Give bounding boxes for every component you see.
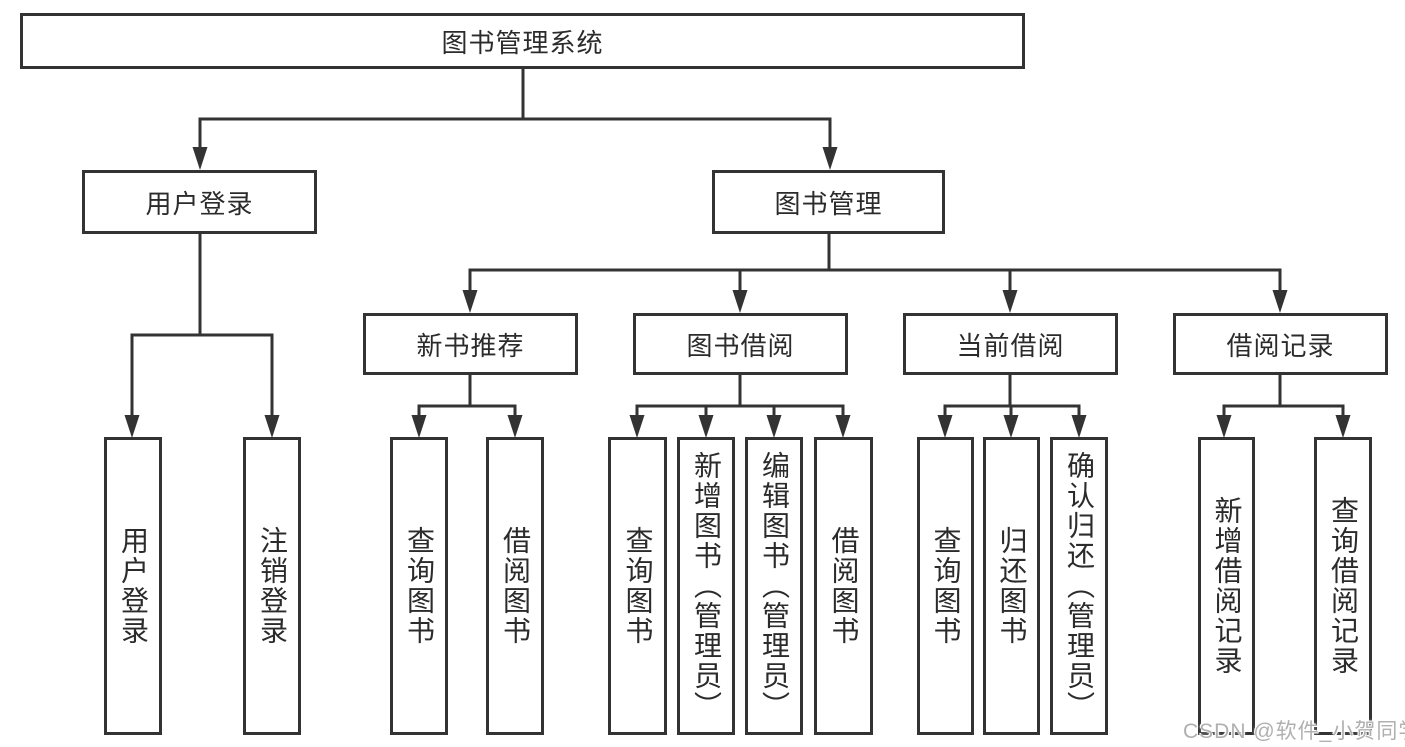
node-current-borrow-label: 当前借阅 (956, 330, 1065, 361)
leaf-record-query-borrow-record-label: 查询借阅记录 (1328, 496, 1359, 676)
leaf-user-login-label: 用户登录 (118, 526, 149, 646)
leaf-user-login: 用户登录 (104, 437, 162, 735)
node-new-book-recommend-label: 新书推荐 (416, 330, 525, 361)
leaf-current-return-book-label: 归还图书 (996, 526, 1028, 646)
node-root: 图书管理系统 (20, 13, 1025, 69)
node-book-borrow: 图书借阅 (633, 313, 848, 375)
node-borrow-record-label: 借阅记录 (1226, 330, 1335, 361)
connector-bookmgmt-to-level2 (462, 232, 1288, 313)
leaf-current-return-book: 归还图书 (983, 437, 1040, 735)
leaf-current-query-book: 查询图书 (917, 437, 974, 735)
leaf-record-add-borrow-record: 新增借阅记录 (1198, 437, 1255, 735)
leaf-newbook-query-book-label: 查询图书 (404, 526, 435, 646)
node-user-login: 用户登录 (82, 170, 317, 234)
leaf-borrow-query-book-label: 查询图书 (622, 526, 654, 646)
leaf-logout-login: 注销登录 (243, 437, 301, 735)
connector-root-to-level1 (192, 67, 838, 170)
leaf-current-query-book-label: 查询图书 (930, 526, 962, 646)
leaf-current-confirm-return-admin-label: 确认归还（管理员） (1064, 451, 1095, 721)
connector-borrowrecord-to-leaves (1216, 372, 1351, 438)
node-borrow-record: 借阅记录 (1173, 313, 1388, 375)
leaf-borrow-add-book-admin: 新增图书（管理员） (677, 437, 735, 735)
connector-currentborrow-to-leaves (937, 372, 1087, 438)
leaf-record-query-borrow-record: 查询借阅记录 (1314, 437, 1372, 735)
node-book-borrow-label: 图书借阅 (686, 330, 795, 361)
leaf-newbook-borrow-book: 借阅图书 (486, 437, 544, 735)
connector-userlogin-to-leaves (124, 232, 280, 438)
leaf-borrow-add-book-admin-label: 新增图书（管理员） (691, 451, 722, 721)
node-current-borrow: 当前借阅 (903, 313, 1118, 375)
leaf-borrow-borrow-book: 借阅图书 (814, 437, 873, 735)
watermark: CSDN @软件_小贺同学 (1183, 720, 1405, 743)
leaf-borrow-query-book: 查询图书 (608, 437, 667, 735)
connector-bookborrow-to-leaves (629, 372, 851, 438)
leaf-newbook-borrow-book-label: 借阅图书 (500, 526, 531, 646)
connector-newbook-to-leaves (411, 372, 523, 438)
leaf-record-add-borrow-record-label: 新增借阅记录 (1211, 496, 1243, 676)
leaf-logout-login-label: 注销登录 (257, 526, 288, 646)
node-book-management: 图书管理 (712, 170, 945, 234)
leaf-borrow-borrow-book-label: 借阅图书 (828, 526, 860, 646)
leaf-borrow-edit-book-admin-label: 编辑图书（管理员） (759, 451, 790, 721)
node-user-login-label: 用户登录 (145, 188, 254, 219)
leaf-borrow-edit-book-admin: 编辑图书（管理员） (745, 437, 803, 735)
node-book-management-label: 图书管理 (774, 188, 883, 219)
leaf-newbook-query-book: 查询图书 (390, 437, 448, 735)
leaf-current-confirm-return-admin: 确认归还（管理员） (1050, 437, 1108, 735)
node-new-book-recommend: 新书推荐 (363, 313, 578, 375)
node-root-label: 图书管理系统 (441, 27, 604, 58)
